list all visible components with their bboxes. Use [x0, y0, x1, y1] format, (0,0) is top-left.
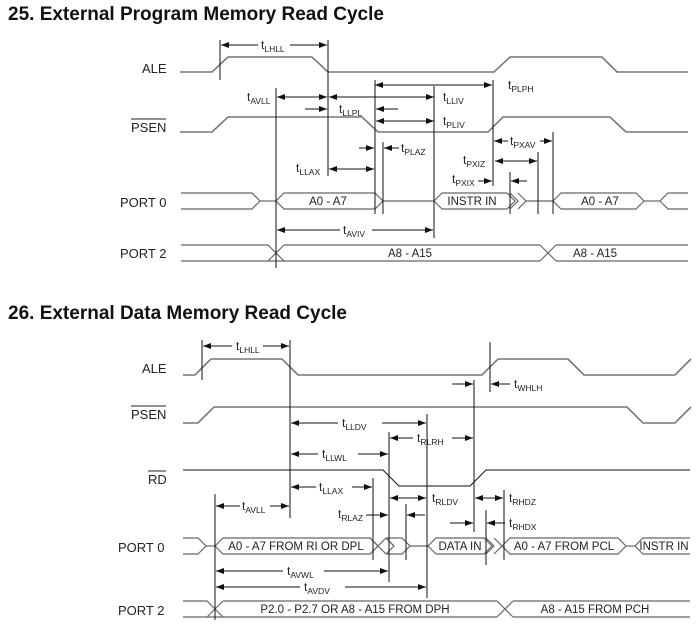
- diagram2-reference-lines: [201, 340, 505, 620]
- port0-bus: [183, 537, 690, 555]
- timing-label-llwl: tLLWL: [322, 447, 347, 463]
- port2-pch-label: A8 - A15 FROM PCH: [541, 604, 650, 616]
- psen-waveform: [180, 116, 688, 133]
- diagram2-timing-arrows: [203, 343, 510, 590]
- timing-label-pxav: tPXAV: [510, 134, 536, 150]
- timing-label-pxix: tPXIX: [452, 172, 475, 188]
- timing-label-pliv: tPLIV: [443, 114, 465, 130]
- timing-label-llax: tLLAX: [296, 161, 320, 177]
- timing-label-rlaz: tRLAZ: [338, 507, 363, 523]
- port2-addr2-label: A8 - A15: [573, 248, 617, 260]
- signal-label-rd: RD: [148, 472, 167, 487]
- port0-pcl-label: A0 - A7 FROM PCL: [514, 541, 615, 553]
- signal-label-ale: ALE: [142, 61, 167, 76]
- timing-label-lldv: tLLDV: [342, 416, 367, 432]
- psen-waveform: [183, 406, 692, 424]
- port0-instr-label: INSTR IN: [639, 541, 688, 553]
- timing-label-avll: tAVLL: [247, 90, 271, 106]
- diagram2: ALE PSEN RD PORT 0 PORT 2 A0 - A7 FROM R: [118, 339, 692, 620]
- diagram1-title: 25. External Program Memory Read Cycle: [8, 4, 384, 25]
- rd-waveform: [183, 469, 690, 487]
- ale-waveform: [183, 358, 692, 376]
- signal-label-port2: PORT 2: [120, 246, 166, 261]
- timing-label-avwl: tAVWL: [287, 564, 314, 580]
- port0-addr2-label: A0 - A7: [581, 196, 619, 208]
- port2-addr-label: A8 - A15: [388, 248, 432, 260]
- timing-label-rhdz: tRHDZ: [509, 491, 536, 507]
- timing-label-lhll: tLHLL: [261, 38, 285, 54]
- timing-label-aviv: tAVIV: [343, 223, 365, 239]
- ale-waveform: [180, 56, 688, 73]
- diagram1-reference-lines: [219, 40, 554, 268]
- diagram1: ALE PSEN PORT 0 PORT 2 A0 - A7 INSTR IN …: [120, 38, 688, 268]
- timing-label-lhll: tLHLL: [236, 339, 260, 355]
- port0-bus: [181, 192, 688, 210]
- port0-addr-label: A0 - A7: [309, 196, 347, 208]
- signal-label-port0: PORT 0: [120, 195, 166, 210]
- timing-label-whlh: tWHLH: [514, 377, 542, 393]
- signal-label-psen: PSEN: [131, 407, 166, 422]
- timing-label-rhdx: tRHDX: [509, 516, 537, 532]
- signal-label-port2: PORT 2: [118, 603, 164, 618]
- timing-label-plaz: tPLAZ: [401, 141, 426, 157]
- port2-addr-label: P2.0 - P2.7 OR A8 - A15 FROM DPH: [260, 604, 449, 616]
- port0-data-label: DATA IN: [438, 541, 481, 553]
- diagram1-timing-arrows: [221, 42, 552, 233]
- timing-label-llpl: tLLPL: [339, 102, 362, 118]
- timing-label-plph: tPLPH: [508, 78, 534, 94]
- timing-label-llax: tLLAX: [319, 480, 343, 496]
- signal-label-port0: PORT 0: [118, 540, 164, 555]
- port0-addr-label: A0 - A7 FROM RI OR DPL: [228, 541, 364, 553]
- signal-label-psen: PSEN: [131, 120, 166, 135]
- timing-label-lliv: tLLIV: [443, 90, 464, 106]
- port0-instr-label: INSTR IN: [447, 196, 496, 208]
- port2-bus: [181, 244, 688, 262]
- timing-label-avdv: tAVDV: [304, 580, 330, 596]
- diagram2-title: 26. External Data Memory Read Cycle: [8, 303, 347, 324]
- signal-label-ale: ALE: [142, 361, 167, 376]
- timing-label-pxiz: tPXIZ: [463, 153, 485, 169]
- timing-label-avll: tAVLL: [242, 499, 266, 515]
- timing-label-rldv: tRLDV: [432, 491, 458, 507]
- timing-label-rlrh: tRLRH: [417, 431, 444, 447]
